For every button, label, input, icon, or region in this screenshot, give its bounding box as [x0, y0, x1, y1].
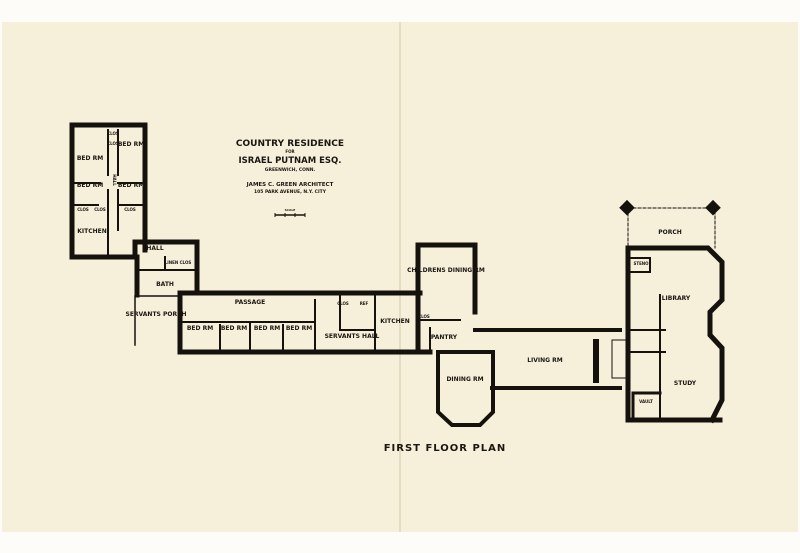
room-label: BED RM: [254, 325, 280, 332]
room-label: BED RM: [286, 325, 312, 332]
room-label: DINING RM: [446, 376, 483, 383]
room-label: KITCHEN: [77, 228, 107, 235]
room-label: CLOS: [418, 314, 430, 319]
room-label: LINEN CLOS: [165, 260, 192, 265]
scale-bar: [274, 213, 306, 217]
room-label: CLOS: [107, 141, 119, 146]
room-label: BATH: [156, 281, 174, 288]
room-label: HALL: [146, 245, 163, 252]
title-block: COUNTRY RESIDENCE FOR ISRAEL PUTNAM ESQ.…: [236, 139, 344, 217]
room-label: CLOS: [337, 301, 349, 306]
room-label: LIBRARY: [662, 295, 691, 302]
architect-address: 105 PARK AVENUE, N.Y. CITY: [254, 189, 327, 195]
room-label: BED RM: [77, 182, 103, 189]
room-labels: BED RM BED RM BED RM BED RM CLOS CLOS CL…: [77, 131, 697, 404]
room-label: SERVANTS HALL: [325, 333, 380, 340]
room-label: REF: [360, 301, 369, 306]
porch-pier-left: [619, 199, 635, 216]
title-line-1: COUNTRY RESIDENCE: [236, 139, 344, 149]
room-label: HALL: [112, 174, 117, 186]
room-label: CLOS: [77, 207, 89, 212]
room-label: PASSAGE: [235, 299, 266, 306]
room-label: BED RM: [118, 141, 144, 148]
scale-label: SCALE: [285, 208, 296, 212]
room-label: BED RM: [77, 155, 103, 162]
plan-title: FIRST FLOOR PLAN: [384, 443, 507, 454]
room-label: CHILDRENS DINING RM: [407, 267, 485, 274]
room-label: VAULT: [639, 399, 653, 404]
location: GREENWICH, CONN.: [265, 167, 316, 173]
room-label: SERVANTS PORCH: [126, 311, 187, 318]
room-label: CLOS: [124, 207, 136, 212]
room-label: PORCH: [658, 229, 682, 236]
room-label: BED RM: [118, 182, 144, 189]
room-label: KITCHEN: [380, 318, 410, 325]
room-label: PANTRY: [431, 334, 458, 341]
room-label: CLOS: [107, 131, 119, 136]
room-label: LIVING RM: [527, 357, 563, 364]
client-name: ISRAEL PUTNAM ESQ.: [238, 156, 341, 166]
title-line-2: FOR: [285, 149, 294, 154]
architect: JAMES C. GREEN ARCHITECT: [246, 182, 334, 188]
porch-pier-right: [705, 199, 721, 216]
room-label: CLOS: [94, 207, 106, 212]
walls: [69, 122, 725, 427]
stair: [611, 339, 627, 379]
room-label: STENO: [633, 261, 649, 266]
room-label: STUDY: [674, 380, 697, 387]
room-label: BED RM: [221, 325, 247, 332]
room-label: BED RM: [187, 325, 213, 332]
